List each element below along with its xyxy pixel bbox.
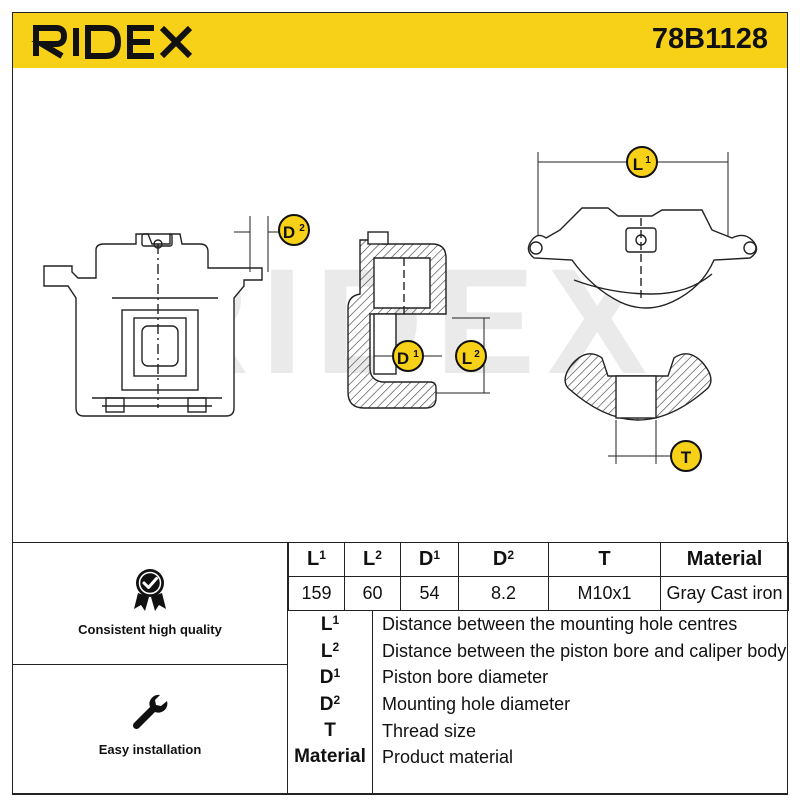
callout-t: T bbox=[670, 440, 702, 472]
feature-installation: Easy installation bbox=[12, 691, 288, 757]
spec-header-row: L1 L2 D1 D2 T Material bbox=[288, 542, 789, 577]
wrench-icon bbox=[132, 694, 168, 730]
callout-l1: L 1 bbox=[626, 146, 658, 178]
callout-l2: L 2 bbox=[455, 340, 487, 372]
spec-header-l1: L1 bbox=[288, 542, 345, 577]
spec-header-t: T bbox=[548, 542, 661, 577]
svg-text:2: 2 bbox=[474, 349, 480, 360]
svg-text:T: T bbox=[681, 448, 692, 467]
ridex-logo bbox=[31, 25, 193, 59]
legend-description: Distance between the piston bore and cal… bbox=[382, 640, 787, 661]
legend-row-t: T Thread size bbox=[288, 717, 788, 744]
spec-table: L1 L2 D1 D2 T Material 159 60 54 8.2 M10… bbox=[288, 542, 789, 611]
front-view bbox=[43, 216, 280, 417]
header-bar: 78B1128 bbox=[12, 12, 788, 68]
svg-text:2: 2 bbox=[299, 223, 305, 234]
features-panel: Consistent high quality Easy installatio… bbox=[12, 542, 288, 795]
spec-value-l1: 159 bbox=[288, 576, 345, 611]
callout-d1: D 1 bbox=[392, 340, 424, 372]
svg-text:L: L bbox=[462, 349, 472, 368]
legend-row-d2: D2 Mounting hole diameter bbox=[288, 690, 788, 717]
features-divider bbox=[12, 664, 288, 665]
spec-header-d1: D1 bbox=[400, 542, 459, 577]
feature-quality: Consistent high quality bbox=[12, 567, 288, 637]
right-border bbox=[787, 542, 788, 794]
legend-description: Product material bbox=[382, 747, 514, 768]
spec-value-material: Gray Cast iron bbox=[660, 576, 789, 611]
legend-description: Thread size bbox=[382, 720, 477, 741]
spec-value-row: 159 60 54 8.2 M10x1 Gray Cast iron bbox=[288, 576, 789, 611]
legend-description: Distance between the mounting hole centr… bbox=[382, 614, 738, 634]
svg-text:1: 1 bbox=[645, 155, 651, 166]
section-view bbox=[347, 231, 490, 409]
quality-badge-icon bbox=[134, 569, 166, 611]
legend-row-l2: L2 Distance between the piston bore and … bbox=[288, 637, 788, 664]
svg-text:D: D bbox=[283, 223, 295, 242]
spec-value-t: M10x1 bbox=[548, 576, 661, 611]
legend-key: L2 bbox=[320, 639, 340, 662]
column-separator bbox=[287, 542, 288, 794]
svg-text:L: L bbox=[633, 155, 643, 174]
spec-header-l2: L2 bbox=[344, 542, 401, 577]
top-view bbox=[527, 152, 758, 309]
spec-value-l2: 60 bbox=[344, 576, 401, 611]
feature-label: Easy installation bbox=[98, 742, 202, 757]
spec-header-d2: D2 bbox=[458, 542, 549, 577]
legend-row-d1: D1 Piston bore diameter bbox=[288, 663, 788, 690]
legend-row-l1: L1 Distance between the mounting hole ce… bbox=[288, 610, 788, 637]
legend-description: Piston bore diameter bbox=[382, 667, 549, 688]
legend-separator bbox=[372, 610, 373, 794]
legend-description: Mounting hole diameter bbox=[382, 694, 571, 715]
callout-d2: D 2 bbox=[278, 214, 310, 246]
legend-key: Material bbox=[294, 746, 366, 768]
legend-key: D2 bbox=[319, 693, 341, 716]
spec-header-material: Material bbox=[660, 542, 789, 577]
legend-key: L1 bbox=[320, 613, 340, 635]
legend-key: D1 bbox=[319, 666, 341, 689]
spec-value-d1: 54 bbox=[400, 576, 459, 611]
svg-text:1: 1 bbox=[413, 349, 419, 360]
thread-detail-view bbox=[564, 353, 712, 464]
legend-key: T bbox=[324, 719, 336, 741]
svg-text:D: D bbox=[397, 349, 409, 368]
feature-label: Consistent high quality bbox=[78, 622, 222, 637]
caliper-technical-drawing: RIDEX bbox=[43, 146, 758, 472]
spec-value-d2: 8.2 bbox=[458, 576, 549, 611]
dimension-legend: L1 Distance between the mounting hole ce… bbox=[288, 610, 788, 770]
bottom-border bbox=[12, 794, 788, 795]
part-number: 78B1128 bbox=[651, 23, 768, 55]
legend-row-material: Material Product material bbox=[288, 743, 788, 770]
